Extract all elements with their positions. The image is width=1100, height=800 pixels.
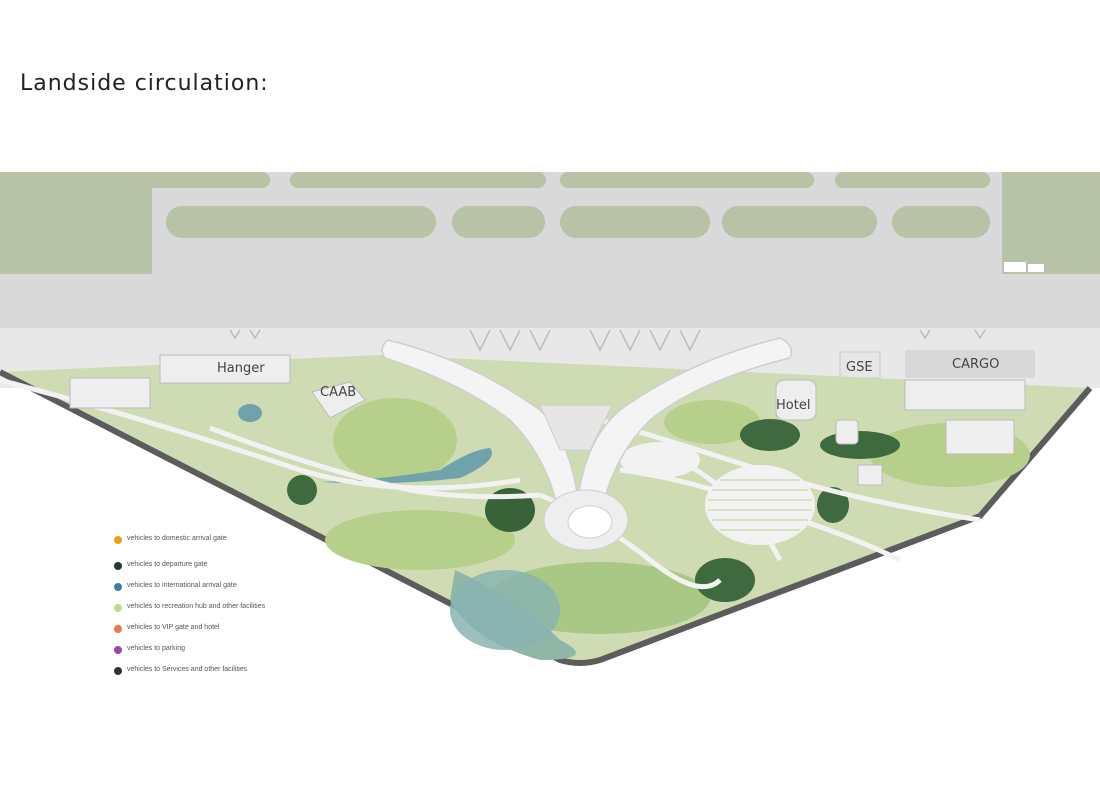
- legend-dot: [114, 536, 122, 544]
- legend-text: vehicles to recreation hub and other fac…: [127, 603, 266, 610]
- label-caab: CAAB: [320, 385, 356, 400]
- parking-area: [620, 442, 815, 545]
- legend-item: vehicles to international arrival gate: [114, 581, 334, 602]
- legend-dot: [114, 562, 122, 570]
- legend: vehicles to domestic arrival gate vehicl…: [114, 534, 334, 686]
- legend-text: vehicles to parking: [127, 645, 185, 652]
- legend-text: vehicles to departure gate: [127, 561, 208, 568]
- page-title: Landside circulation:: [20, 70, 269, 96]
- legend-text: vehicles to international arrival gate: [127, 582, 237, 589]
- legend-dot: [114, 646, 122, 654]
- legend-text: vehicles to VIP gate and hotel: [127, 624, 220, 631]
- legend-item: vehicles to recreation hub and other fac…: [114, 602, 334, 623]
- legend-dot: [114, 667, 122, 675]
- legend-item: vehicles to parking: [114, 644, 334, 665]
- legend-item: vehicles to VIP gate and hotel: [114, 623, 334, 644]
- jet-bridges: [229, 329, 986, 352]
- landside-site: [0, 355, 1093, 666]
- legend-item: vehicles to domestic arrival gate: [114, 534, 334, 560]
- support-buildings: [69, 354, 1026, 486]
- label-hanger: Hanger: [217, 361, 265, 376]
- label-hotel: Hotel: [776, 398, 810, 413]
- legend-dot: [114, 583, 122, 591]
- legend-text: vehicles to Services and other facilitie…: [127, 666, 248, 673]
- airside-area: [0, 172, 1100, 328]
- legend-item: vehicles to departure gate: [114, 560, 334, 581]
- legend-item: vehicles to Services and other facilitie…: [114, 665, 334, 686]
- label-gse: GSE: [846, 360, 873, 375]
- label-cargo: CARGO: [952, 357, 999, 372]
- terminal-building: [381, 337, 792, 551]
- legend-dot: [114, 625, 122, 633]
- legend-text: vehicles to domestic arrival gate: [127, 535, 227, 542]
- legend-dot: [114, 604, 122, 612]
